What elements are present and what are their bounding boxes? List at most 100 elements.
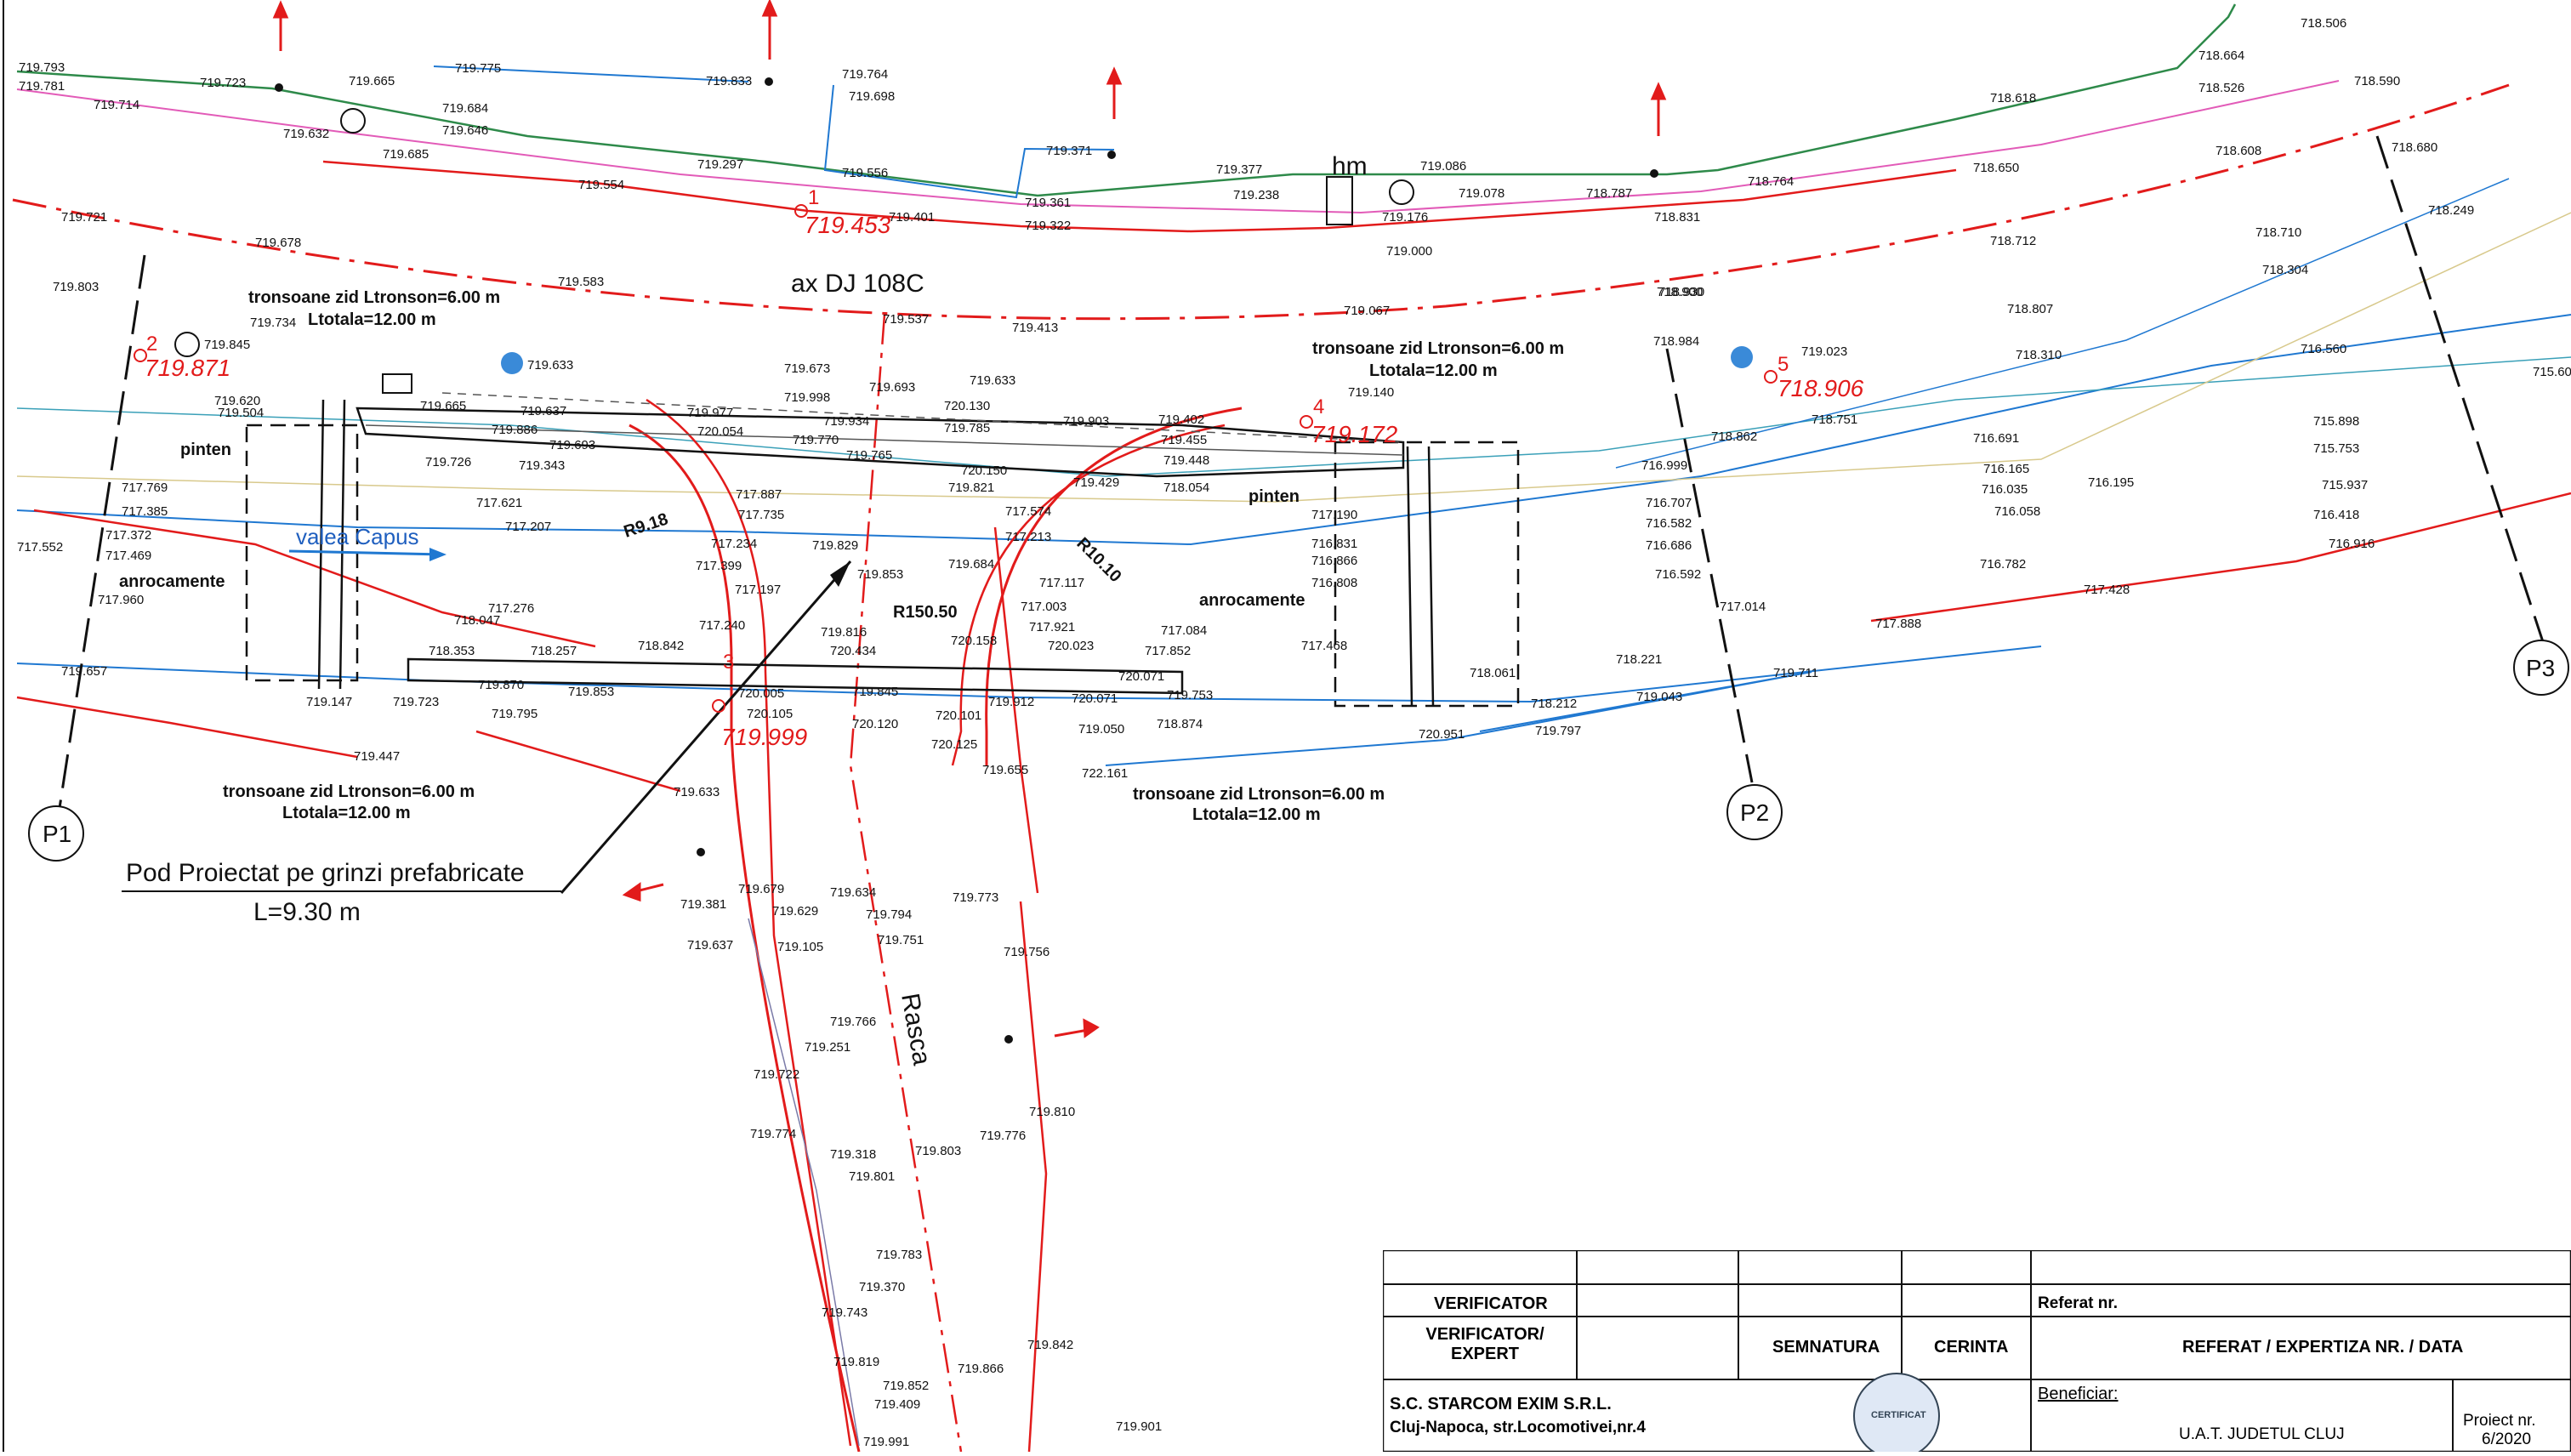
elevation-label: 719.774 [750, 1127, 796, 1141]
elevation-label: 718.787 [1586, 186, 1632, 201]
elevation-label: 719.751 [878, 933, 924, 947]
elevation-label: 718.930 [1658, 285, 1704, 299]
elevation-label: 719.343 [519, 458, 565, 473]
elevation-label: 715.604 [2533, 365, 2571, 379]
elevation-label: 717.852 [1145, 644, 1191, 658]
wall-total-label-ne: Ltotala=12.00 m [1369, 361, 1498, 380]
elevation-label: 717.014 [1720, 600, 1766, 614]
elevation-label: 718.047 [454, 613, 500, 628]
elevation-label: 719.370 [859, 1280, 905, 1294]
red-line-c [1870, 492, 2571, 623]
radius-label-3: R150.50 [893, 603, 958, 622]
elevation-label: 719.176 [1382, 210, 1428, 225]
elevation-label: 718.526 [2198, 81, 2244, 95]
side-road-east2 [951, 424, 1226, 766]
station-number: 5 [1778, 353, 1789, 376]
elevation-label: 719.554 [578, 178, 624, 192]
elevation-label: 719.829 [812, 538, 858, 553]
wall-segments-label-nw: tronsoane zid Ltronson=6.00 m [248, 288, 500, 307]
elevation-label: 719.000 [1386, 244, 1432, 259]
wall-segments-label-ne: tronsoane zid Ltronson=6.00 m [1312, 339, 1564, 358]
elevation-label: 719.583 [558, 275, 604, 289]
elevation-label: 719.803 [53, 280, 99, 294]
wing-wall-north [356, 407, 1405, 478]
bridge-deck-edge [441, 392, 1404, 443]
elevation-label: 717.372 [105, 528, 151, 543]
elevation-label: 719.977 [687, 406, 733, 420]
elevation-label: 719.743 [822, 1305, 867, 1320]
elevation-label: 719.991 [863, 1435, 909, 1449]
elevation-label: 716.058 [1994, 504, 2040, 519]
wing-wall-inner [365, 424, 1404, 456]
elevation-label: 718.221 [1616, 652, 1662, 667]
river-label: valea Capus [296, 524, 419, 549]
side-road-label: Rasca [896, 991, 936, 1067]
certification-stamp-icon [1853, 1373, 1940, 1456]
verificator-cell: VERIFICATOR [1434, 1294, 1548, 1313]
beneficiar-value: U.A.T. JUDETUL CLUJ [2179, 1425, 2345, 1443]
elevation-label: 719.795 [492, 707, 538, 721]
elevation-label: 720.005 [738, 686, 784, 701]
elevation-label: 717.197 [735, 583, 781, 597]
blue-line-6 [1479, 671, 1812, 732]
elevation-label: 719.678 [255, 236, 301, 250]
station-circle [1764, 370, 1778, 384]
elevation-label: 719.734 [250, 316, 296, 330]
elevation-label: 717.240 [699, 618, 745, 633]
north-arrows [272, 0, 1667, 1038]
bridge-leader [560, 560, 852, 894]
elevation-label: 719.821 [948, 481, 994, 495]
elevation-label: 719.816 [821, 625, 867, 640]
elevation-label: 717.769 [122, 481, 168, 495]
elevation-label: 718.831 [1654, 210, 1700, 225]
red-line-e [993, 526, 1039, 894]
referat-expertiza-header: REFERAT / EXPERTIZA NR. / DATA [2182, 1338, 2464, 1356]
elevation-label: 719.793 [19, 60, 65, 75]
elevation-label: 719.998 [784, 390, 830, 405]
elevation-label: 720.054 [697, 424, 743, 439]
elevation-label: 720.120 [852, 717, 898, 731]
elevation-label: 719.773 [953, 890, 998, 905]
elevation-label: 718.506 [2301, 16, 2346, 31]
elevation-label: 719.726 [425, 455, 471, 469]
anrocamente-label-east: anrocamente [1199, 591, 1305, 610]
river-flow-head [429, 548, 447, 561]
title-block: VERIFICATOR VERIFICATOR/ EXPERT SEMNATUR… [1381, 1248, 2571, 1456]
abutment-east-outline [1334, 441, 1520, 708]
elevation-label: 717.234 [711, 537, 757, 551]
blue-line-4 [16, 646, 2042, 703]
beige-line [16, 212, 2571, 503]
elevation-label: 719.693 [549, 438, 595, 452]
profile-marker-p3 [2513, 640, 2569, 696]
point-dot [697, 848, 705, 856]
elevation-label: 719.819 [833, 1355, 879, 1369]
hydrant-icon [174, 332, 200, 357]
elevation-label: 719.845 [204, 338, 250, 352]
elevation-label: 715.937 [2322, 478, 2368, 492]
elevation-label: 719.637 [520, 404, 566, 418]
elevation-label: 716.686 [1646, 538, 1692, 553]
point-dot [275, 83, 283, 92]
elevation-label: 719.783 [876, 1248, 922, 1262]
elevation-label: 718.664 [2198, 48, 2244, 63]
elevation-label: 716.592 [1655, 567, 1701, 582]
elevation-label: 719.801 [849, 1169, 895, 1184]
elevation-label: 719.633 [527, 358, 573, 373]
elevation-label: 718.608 [2215, 144, 2261, 158]
profile-label-p2: P2 [1740, 799, 1769, 826]
elevation-label: 715.753 [2313, 441, 2359, 456]
wall-total-label-sw: Ltotala=12.00 m [282, 804, 411, 822]
elevation-label: 719.842 [1027, 1338, 1073, 1352]
elevation-label: 719.853 [568, 685, 614, 699]
elevation-label: 719.297 [697, 157, 743, 172]
survey-point-icon-2 [1389, 179, 1414, 205]
elevation-label: 719.655 [982, 763, 1028, 777]
elevation-label: 718.054 [1163, 481, 1209, 495]
elevation-label: 719.140 [1348, 385, 1394, 400]
road-edge-red [322, 160, 1957, 233]
elevation-label: 719.504 [218, 406, 264, 420]
elevation-label: 719.797 [1535, 724, 1581, 738]
semnatura-header: SEMNATURA [1772, 1338, 1880, 1356]
elevation-label: 719.637 [687, 938, 733, 953]
elevation-label: 719.723 [200, 76, 246, 90]
